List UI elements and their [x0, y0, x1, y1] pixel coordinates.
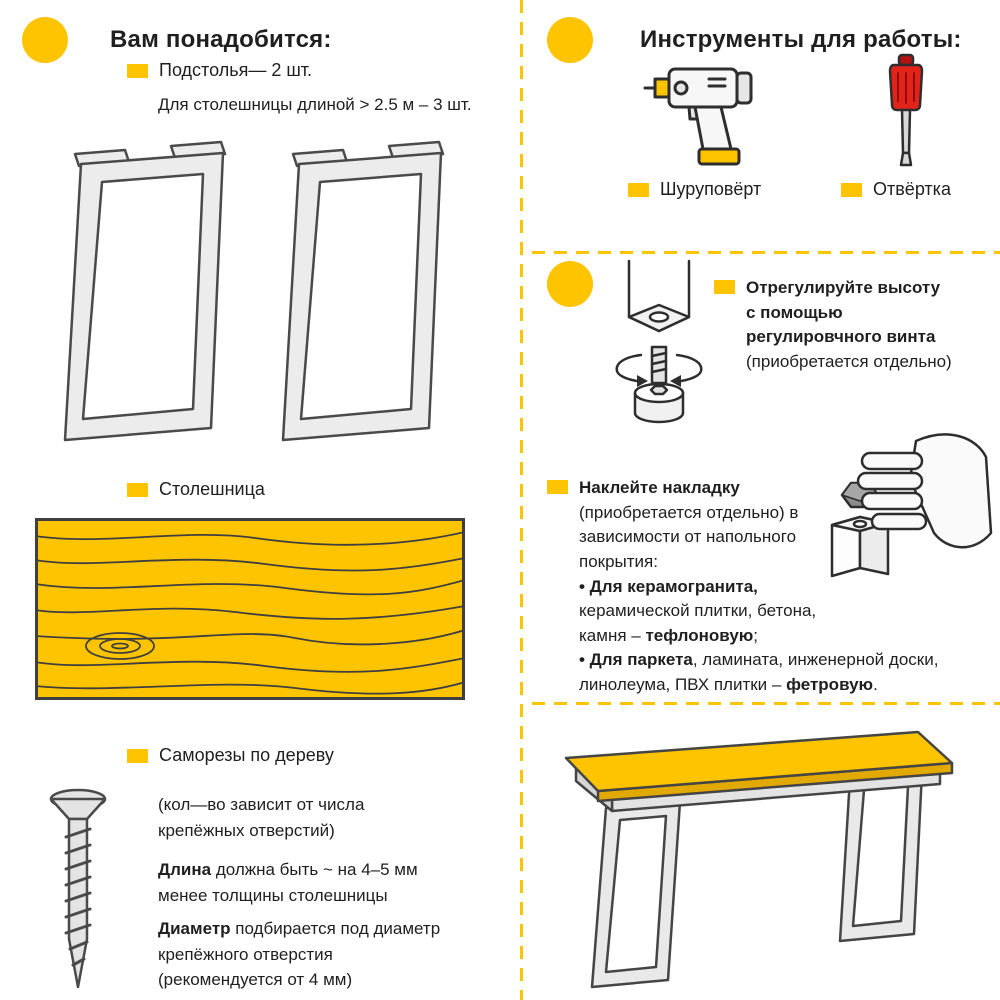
tabletop-surface: [35, 518, 465, 700]
left-heading: Вам понадобится:: [110, 26, 332, 53]
screwdriver-tip: [899, 151, 913, 167]
screwdriver-shaft: [900, 108, 912, 155]
item-table-bases: Подстолья— 2 шт.: [127, 60, 312, 81]
tools-heading: Инструменты для работы:: [640, 26, 962, 53]
hand: [908, 433, 993, 549]
drill-battery: [697, 147, 741, 166]
adjustable-foot-illustration: [615, 259, 703, 424]
apply-pad-bold: Наклейте накладку: [579, 478, 740, 497]
tool-label-drill: Шуруповёрт: [628, 179, 761, 200]
bullet-square-icon: [841, 183, 862, 197]
length-text: должна быть ~ на 4–5 мм менее толщины ст…: [158, 860, 418, 905]
length-term: Длина: [158, 860, 212, 879]
floor1-mid: керамической плитки, бетона, камня –: [579, 601, 817, 645]
floor1-bold2: тефлоновую: [645, 625, 754, 645]
drill-label: Шуруповёрт: [660, 179, 762, 199]
table-base-left: [63, 140, 227, 442]
screwdriver-cap: [897, 53, 915, 67]
section-marker-dot-tools: [547, 17, 593, 63]
floor2-bold: • Для паркета: [579, 650, 693, 670]
floor2-bold2: фетровую: [786, 675, 874, 695]
screws-qty-note: (кол—во зависит от числа крепёжных отвер…: [158, 795, 365, 840]
screwdriver-label: Отвёртка: [873, 179, 951, 199]
item-tabletop-label: Столешница: [159, 479, 265, 499]
step-adjust-height: Отрегулируйте высоту с помощью регулиров…: [714, 276, 954, 375]
screws-notes-block: (кол—во зависит от числа крепёжных отвер…: [158, 792, 450, 993]
apply-pad-text-block: Наклейте накладку (приобретается отдельн…: [579, 476, 991, 698]
adjust-height-note: (приобретается отдельно): [746, 351, 952, 371]
bullet-square-icon: [127, 483, 148, 497]
tabletop-top: [564, 730, 954, 793]
diameter-term: Диаметр: [158, 919, 231, 938]
bullet-square-icon: [628, 183, 649, 197]
apply-pad-rest: (приобретается отдельно) в зависимости о…: [579, 502, 799, 571]
floor2-end: .: [873, 675, 878, 695]
table-leg-right: [838, 770, 924, 943]
drill-handle: [693, 105, 733, 151]
item-tabletop: Столешница: [127, 479, 265, 500]
tool-label-screwdriver: Отвёртка: [841, 179, 951, 200]
table-base-right: [281, 140, 445, 442]
adjust-height-text: Отрегулируйте высоту с помощью регулиров…: [746, 276, 954, 375]
screws-diameter-note: Диаметр подбирается под диаметр крепёжно…: [158, 916, 450, 993]
bullet-square-icon: [547, 480, 568, 494]
drill-chuck: [653, 77, 671, 99]
adjust-height-bold: Отрегулируйте высоту с помощью регулиров…: [746, 278, 941, 347]
section-marker-dot-left: [22, 17, 68, 63]
floor-option-parquet: • Для паркета, ламината, инженерной доск…: [579, 648, 991, 697]
bullet-square-icon: [714, 280, 735, 294]
screwdriver-icon: [888, 53, 924, 167]
diameter-text: подбирается под диаметр крепёжного отвер…: [158, 919, 441, 989]
hand-applying-pad-illustration: [830, 433, 993, 578]
screw-threads: [64, 827, 92, 967]
rotation-arrow-left: [615, 353, 643, 383]
floor1-bold: • Для керамогранита,: [579, 576, 758, 596]
horizontal-dashed-divider-2: [532, 702, 1000, 705]
item-table-bases-note: Для столешницы длиной > 2.5 м – 3 шт.: [158, 95, 472, 114]
floor2-mid: , ламината, инженерной доски, линолеума,…: [579, 650, 939, 695]
bullet-square-icon: [127, 64, 148, 78]
item-table-bases-label: Подстолья— 2 шт.: [159, 60, 313, 80]
floor-option-ceramic: • Для керамогранита, керамической плитки…: [579, 575, 831, 649]
item-screws: Саморезы по дереву: [127, 745, 334, 766]
item-screws-label: Саморезы по дереву: [159, 745, 334, 765]
step-apply-pad: Наклейте накладку (приобретается отдельн…: [547, 476, 991, 698]
horizontal-dashed-divider-1: [532, 251, 1000, 254]
bullet-square-icon: [127, 749, 148, 763]
wood-screw-illustration: [49, 788, 107, 989]
drill-icon: [643, 67, 753, 166]
screws-length-note: Длина должна быть ~ на 4–5 мм менее толщ…: [158, 857, 443, 908]
table-bases-illustration: [63, 140, 445, 442]
apply-pad-intro: Наклейте накладку (приобретается отдельн…: [579, 476, 816, 575]
floor1-end: ;: [753, 625, 759, 645]
table-leg-left: [590, 800, 682, 989]
wood-grain-lines: [35, 531, 465, 695]
assembled-table-illustration: [564, 730, 954, 989]
tabletop-illustration: [35, 518, 465, 700]
rotation-arrow-right: [675, 353, 703, 383]
section-marker-dot-setup: [547, 261, 593, 307]
vertical-dashed-divider: [520, 0, 523, 1000]
